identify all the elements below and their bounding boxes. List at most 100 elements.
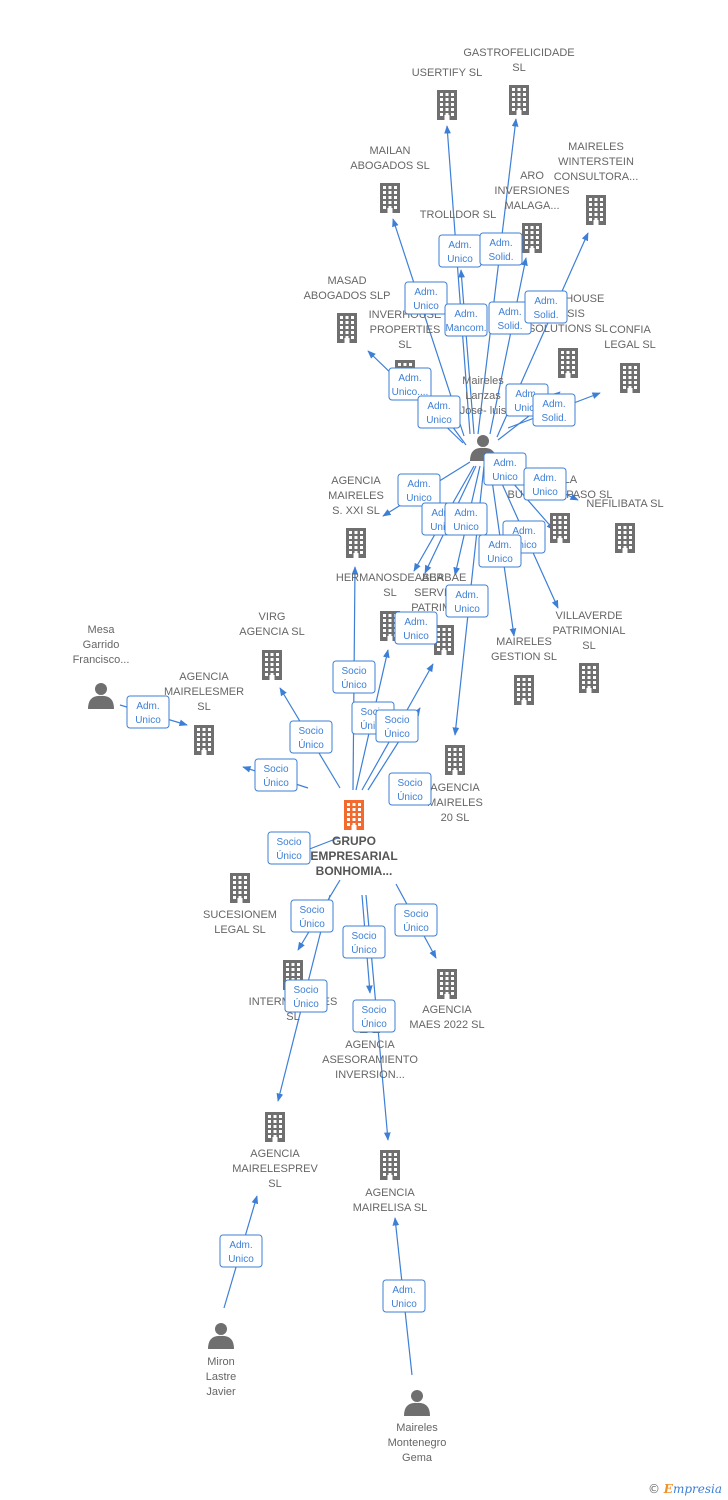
node-label: BONHOMIA... [316,864,393,878]
relation-label-text: Único [397,790,423,803]
relation-label-text: Adm. [431,508,454,519]
relation-label-text: Unico [403,631,429,642]
relation-label-text: Socio [341,666,366,677]
relation-label[interactable]: Adm.Unico [382,1279,426,1313]
relation-label[interactable]: Adm.Solid. [479,232,523,266]
relation-label-text: Único [361,1017,387,1030]
company-node[interactable]: NEFILIBATA SL [586,498,664,553]
relation-label[interactable]: Adm.Unico [444,502,488,536]
node-label: INVERSION... [335,1069,405,1081]
node-label: MAIRELESMER [164,686,244,698]
relation-label[interactable]: Adm.Unico [404,281,448,315]
empresia-brand[interactable]: © Empresia [648,1482,722,1496]
node-label: Gema [402,1452,433,1464]
relation-label-text: Socio [403,909,428,920]
company-node[interactable]: MAIRELESWINTERSTEINCONSULTORA... [554,141,639,225]
brand-name: mpresia [672,1482,722,1496]
relation-label[interactable]: Adm.Solid. [532,393,576,427]
relation-label-text: Unico [426,415,452,426]
node-label: 20 SL [441,812,470,824]
person-body [88,695,114,709]
relation-label[interactable]: Adm.Mancom. [444,303,488,337]
relation-label[interactable]: Adm.Solid. [488,301,532,335]
relation-label-text: Adm. [398,373,421,384]
relation-label[interactable]: Adm.Unico [438,234,482,268]
node-label: AGENCIA [179,671,229,683]
person-head [411,1390,423,1402]
company-node[interactable]: AROINVERSIONESMALAGA... [494,170,570,253]
relation-label[interactable]: Adm. Unico.... [388,367,432,401]
node-label: SL [512,62,525,74]
relation-label-text: Único [263,776,289,789]
node-label: AGENCIA [365,1187,415,1199]
relation-label-text: Unico.... [392,387,429,398]
node-label: PROPERTIES [370,324,441,336]
relation-label-text: Adm. [427,401,450,412]
relation-label-text: Unico [492,472,518,483]
node-label: CONFIA [609,324,651,336]
node-label: Lanzas [465,390,501,402]
node-label: VIRG [259,611,286,623]
relation-edge [489,257,528,435]
node-label: Maireles [462,375,504,387]
relation-label[interactable]: Adm.Unico [394,611,438,645]
node-label: AGENCIA [430,782,480,794]
company-node[interactable]: USERTIFY SL [412,67,483,120]
relation-label[interactable]: Adm.Solid. [524,290,568,324]
node-label: TROLLDOR SL [420,209,496,221]
company-node[interactable]: GASTROFELICIDADE SL [463,47,575,115]
relation-label[interactable]: Adm.Unico [523,467,567,501]
node-label: AGENCIA [250,1148,300,1160]
node-label: MAILAN [370,145,411,157]
relation-label[interactable]: Adm.Unico [483,452,527,486]
relation-label[interactable]: Adm.Unico [126,695,170,729]
relation-label-text: Adm. [498,307,521,318]
person-head [477,435,489,447]
relation-label-text: Adm. [136,701,159,712]
person-body [208,1335,234,1349]
relation-label[interactable]: Adm.Unico [478,534,522,568]
node-label: GASTROFELICIDADE [463,47,574,59]
node-label: Jose- luis [460,405,507,417]
relation-label-text: Adm. [533,473,556,484]
relation-label-text: Adm. [414,287,437,298]
company-node[interactable]: GRUPOEMPRESARIALBONHOMIA... [310,800,398,878]
relation-label-text: Adm. [488,540,511,551]
person-head [215,1323,227,1335]
relation-label[interactable]: Adm.Unico [219,1234,263,1268]
relation-label[interactable]: Adm.Unico [397,473,441,507]
relation-label[interactable]: Adm. Unico [417,395,461,429]
node-label: INVERSIONES [494,185,569,197]
relation-label[interactable]: Adm.Unico [445,584,489,618]
person-node[interactable]: MesaGarridoFrancisco... [73,624,130,709]
